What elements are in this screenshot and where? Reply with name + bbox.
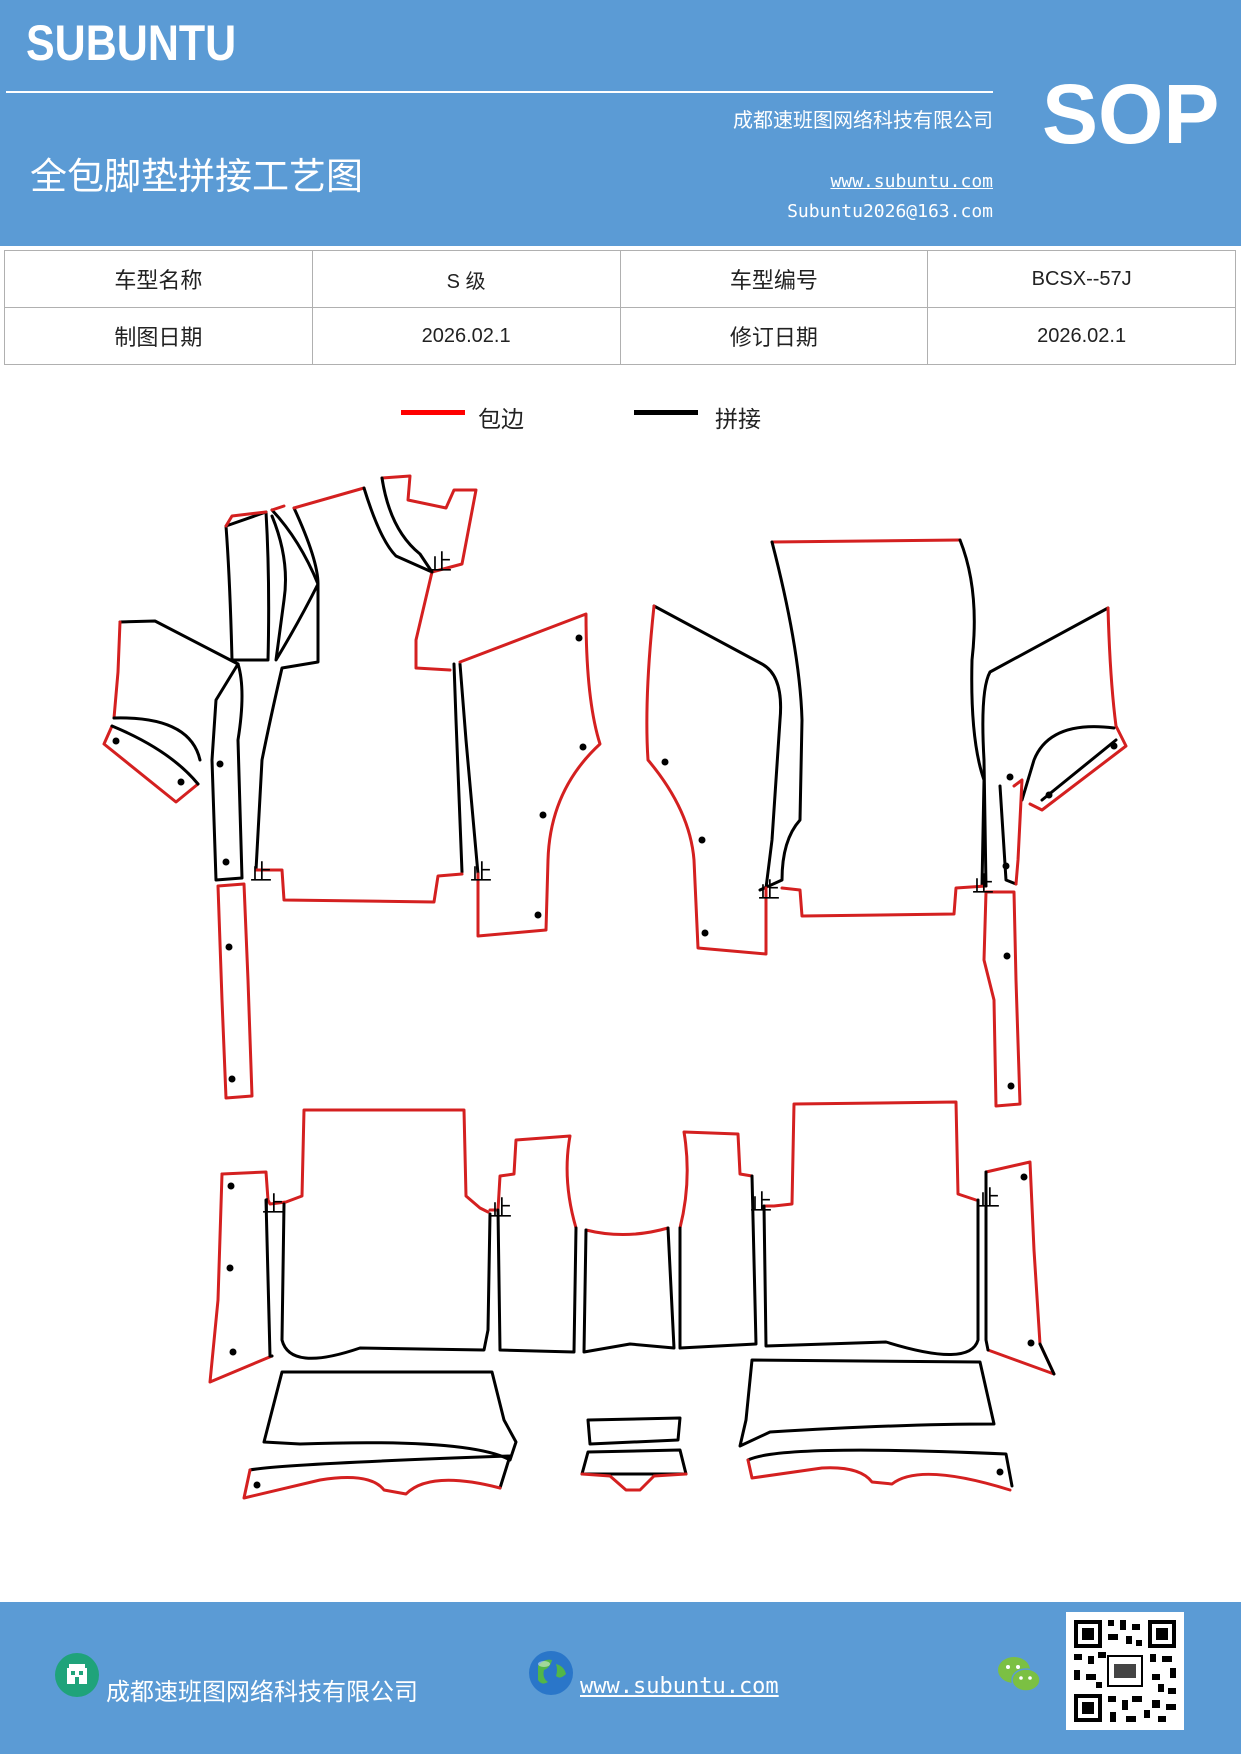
stop-mark: 止	[262, 1193, 284, 1218]
mat-pattern-drawing: 止 止 止 止 止 止 止	[102, 474, 1128, 1500]
pattern-seam-line	[112, 716, 202, 762]
legend-edge-label: 包边	[478, 407, 524, 433]
pattern-seam-line	[1020, 725, 1118, 802]
pattern-edge-line	[380, 474, 478, 672]
stop-mark: 止	[978, 1187, 1000, 1212]
draw-date-label: 制图日期	[4, 307, 313, 365]
pattern-seam-line	[270, 508, 320, 662]
stop-mark: 止	[758, 879, 780, 904]
legend: 包边 拼接	[0, 400, 1241, 440]
pattern-edge-line	[584, 1226, 670, 1236]
pattern-edge-line	[780, 884, 988, 918]
pattern-edge-line	[488, 1134, 578, 1230]
pattern-seam-line	[678, 1174, 758, 1350]
pattern-edge-line	[1028, 606, 1128, 812]
model-code-label: 车型编号	[619, 250, 929, 308]
pattern-seam-line	[580, 1448, 688, 1476]
table-row: 车型名称 S 级 车型编号 BCSX--57J	[4, 250, 1236, 308]
revise-date-value: 2026.02.1	[927, 307, 1236, 365]
pattern-edge-line	[102, 724, 200, 804]
pattern-edge-line	[770, 538, 962, 544]
pattern-seam-line	[746, 1448, 1014, 1488]
pattern-seam-line	[981, 606, 1110, 888]
pattern-seam-line	[262, 1370, 518, 1462]
pattern-seam-line	[254, 506, 320, 872]
model-name-value: S 级	[311, 250, 621, 308]
pattern-edge-line	[220, 1108, 490, 1214]
qr-code	[1066, 1612, 1184, 1730]
pattern-edge-line	[580, 1472, 688, 1492]
pattern-seam-line	[264, 1198, 492, 1360]
info-table: 车型名称 S 级 车型编号 BCSX--57J 制图日期 2026.02.1 修…	[4, 250, 1236, 365]
pattern-seam-line	[452, 662, 464, 874]
stop-mark: 止	[750, 1191, 772, 1216]
pattern-edge-line	[458, 612, 602, 938]
pattern-edge-line	[216, 882, 254, 1100]
pattern-edge-line	[1012, 778, 1024, 886]
legend-seam-swatch	[634, 410, 698, 415]
grommet-dots	[112, 634, 1118, 1489]
stop-mark: 止	[430, 551, 452, 576]
pattern-edge-line	[982, 890, 1022, 1108]
pattern-edge-line	[645, 604, 768, 956]
document-title: 全包脚垫拼接工艺图	[30, 155, 363, 198]
pattern-seam-line	[118, 619, 240, 666]
header-email: Subuntu2026@163.com	[787, 201, 993, 222]
pattern-seam-line	[496, 1208, 578, 1354]
pattern-edge-line	[984, 1160, 1056, 1376]
pattern-seam-line	[762, 1198, 980, 1356]
table-row: 制图日期 2026.02.1 修订日期 2026.02.1	[4, 307, 1236, 365]
header-url-link[interactable]: www.subuntu.com	[830, 171, 993, 192]
pattern-edge-line	[224, 504, 286, 528]
draw-date-value: 2026.02.1	[311, 307, 621, 365]
pattern-seam-line	[738, 1358, 996, 1448]
pattern-edge-line	[762, 1100, 978, 1208]
header-company: 成都速班图网络科技有限公司	[733, 108, 993, 132]
pattern-seam-line	[248, 1454, 512, 1490]
wechat-icon	[998, 1657, 1041, 1692]
globe-icon	[529, 1651, 573, 1695]
stop-mark: 止	[470, 861, 492, 886]
pattern-seam-line	[110, 724, 200, 786]
footer-banner: 成都速班图网络科技有限公司 www.subuntu.com	[0, 1602, 1241, 1754]
model-code-value: BCSX--57J	[927, 250, 1236, 308]
pattern-edge-line	[292, 486, 366, 510]
pattern-seam-line	[224, 510, 271, 662]
pattern-edge-line	[254, 868, 464, 904]
pattern-seam-line	[210, 662, 244, 882]
header-divider	[6, 91, 993, 93]
revise-date-label: 修订日期	[619, 307, 929, 365]
sop-badge: SOP	[1042, 67, 1220, 161]
pattern-seam-line	[998, 784, 1018, 886]
pattern-edge-line	[112, 620, 122, 720]
legend-seam-label: 拼接	[715, 407, 761, 433]
model-name-label: 车型名称	[4, 250, 313, 308]
pattern-seam-line	[652, 604, 783, 890]
brand-logo: SUBUNTU	[26, 15, 237, 71]
pattern-seam-line	[458, 662, 480, 876]
stop-mark: 止	[250, 861, 272, 886]
legend-edge-swatch	[401, 410, 465, 415]
footer-url-link[interactable]: www.subuntu.com	[580, 1674, 779, 1699]
pattern-seam-line	[758, 538, 986, 892]
pattern-seam-line	[582, 1226, 676, 1354]
pattern-edge-line	[678, 1130, 754, 1230]
header-banner: SUBUNTU 成都速班图网络科技有限公司 全包脚垫拼接工艺图 www.subu…	[0, 0, 1241, 246]
pattern-seam-line	[586, 1416, 682, 1446]
company-icon	[55, 1653, 99, 1697]
pattern-edge-line	[242, 1468, 502, 1500]
pattern-seam-line	[380, 476, 434, 574]
pattern-edge-line	[746, 1458, 1012, 1492]
pattern-seam-line	[984, 1170, 1056, 1376]
pattern-edge-line	[208, 1172, 274, 1384]
stop-mark: 止	[972, 873, 994, 898]
footer-company: 成都速班图网络科技有限公司	[106, 1678, 418, 1706]
pattern-seam-line	[362, 486, 434, 574]
stop-mark: 止	[490, 1197, 512, 1222]
